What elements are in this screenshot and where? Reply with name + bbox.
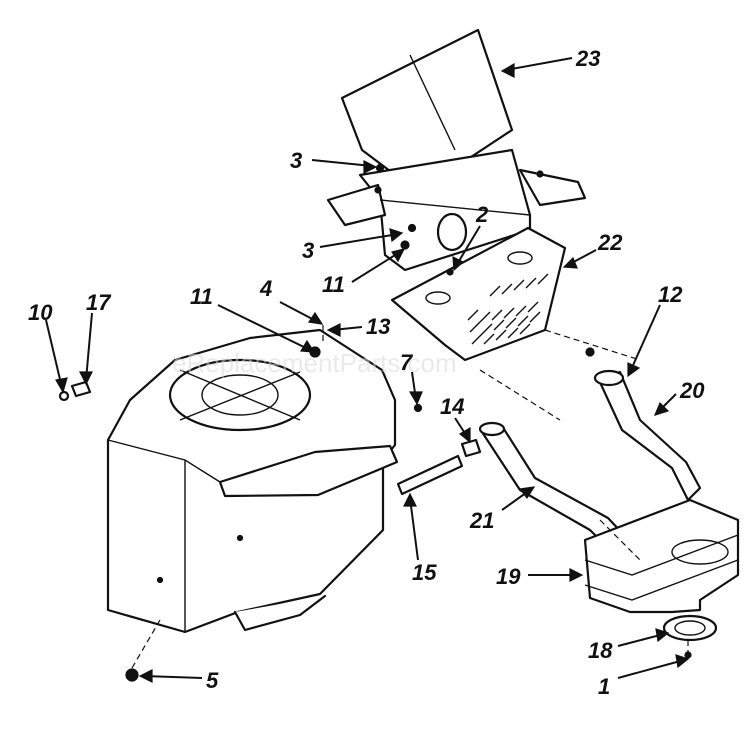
part-exhaust-pipe-21 (478, 421, 626, 550)
callout-labels: 23 3 3 2 11 22 4 13 11 10 17 7 12 20 14 … (28, 46, 705, 699)
callout-12: 12 (658, 282, 683, 307)
callout-11-bracket: 11 (322, 272, 345, 297)
part-fitting-17 (70, 380, 92, 398)
callout-11-shroud: 11 (190, 284, 213, 309)
part-exhaust-pipe-20 (593, 369, 702, 502)
callout-17: 17 (86, 290, 112, 315)
callout-13: 13 (366, 314, 390, 339)
callout-7: 7 (400, 350, 414, 375)
callout-21: 21 (469, 508, 494, 533)
watermark-text: eReplacementParts.com (172, 348, 457, 378)
callout-22: 22 (597, 230, 623, 255)
part-muffler (583, 498, 740, 614)
part-bolt-1 (684, 651, 692, 659)
part-screw-7 (413, 403, 423, 413)
part-screw-3-lower (407, 223, 417, 233)
callout-23: 23 (575, 46, 600, 71)
part-screw-2 (446, 268, 454, 276)
callout-5: 5 (206, 668, 219, 693)
part-screw-3-upper (375, 163, 385, 173)
callout-18: 18 (588, 638, 613, 663)
callout-20: 20 (679, 378, 705, 403)
callout-3-lower: 3 (302, 238, 314, 263)
part-fitting-10 (58, 390, 70, 402)
callout-4: 4 (259, 276, 272, 301)
part-mounting-bracket (326, 148, 587, 272)
part-tube (396, 454, 464, 496)
callout-19: 19 (496, 564, 521, 589)
guard-perforations (467, 273, 549, 345)
part-muffler-outlet (662, 614, 718, 642)
part-screw-11-bracket (400, 240, 410, 250)
callout-2: 2 (475, 202, 489, 227)
part-engine-shroud (106, 328, 399, 634)
callout-1: 1 (598, 674, 610, 699)
callout-10: 10 (28, 300, 53, 325)
callout-15: 15 (412, 560, 437, 585)
part-nut-14 (460, 438, 482, 458)
callout-14: 14 (440, 394, 464, 419)
part-gasket-12 (585, 347, 595, 357)
leader-lines (45, 57, 690, 683)
part-bolt-5 (125, 668, 139, 682)
callout-3-upper: 3 (290, 148, 302, 173)
